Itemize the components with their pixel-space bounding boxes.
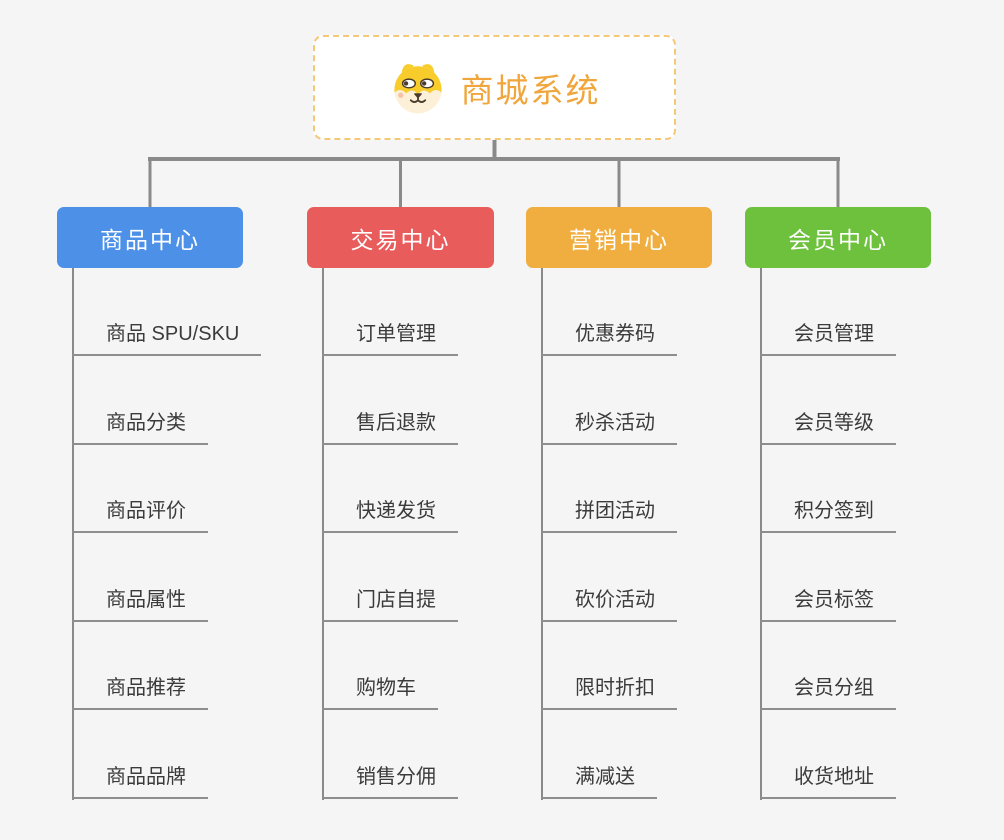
branch-item[interactable]: 购物车	[322, 662, 438, 711]
branch-header-label: 商品中心	[100, 226, 200, 253]
branch-item-label: 快递发货	[356, 500, 436, 523]
branch-item-label: 收货地址	[794, 766, 874, 788]
branch-item[interactable]: 售后退款	[322, 397, 458, 445]
branch-item[interactable]: 优惠券码	[541, 308, 677, 356]
branch-item[interactable]: 门店自提	[322, 574, 458, 622]
branch-item-label: 商品品牌	[106, 766, 186, 788]
branch-header-3[interactable]: 营销中心	[526, 207, 712, 268]
branch-item-label: 购物车	[356, 677, 416, 700]
branch-item[interactable]: 限时折扣	[541, 662, 677, 711]
branch-item[interactable]: 砍价活动	[541, 574, 677, 622]
branch-header-label: 交易中心	[350, 226, 451, 253]
branch-item-label: 秒杀活动	[575, 411, 655, 434]
branch-item-label: 积分签到	[794, 500, 874, 523]
branch-item-label: 商品推荐	[106, 677, 186, 700]
branch-header-label: 营销中心	[569, 226, 669, 253]
branch-item-label: 优惠券码	[575, 323, 655, 345]
branch-item-label: 会员等级	[794, 411, 874, 434]
branch-item-label: 商品评价	[106, 500, 186, 523]
branch-item-label: 商品 SPU/SKU	[106, 323, 240, 345]
shiba-dog-face-icon	[389, 59, 447, 117]
branch-item-label: 会员标签	[794, 588, 874, 611]
branch-item-label: 砍价活动	[575, 588, 655, 611]
branch-item-label: 商品分类	[106, 411, 186, 434]
branch-item-label: 会员分组	[794, 677, 874, 700]
branch-header-2[interactable]: 交易中心	[307, 207, 494, 268]
branch-item-label: 销售分佣	[356, 766, 436, 788]
branch-item-label: 限时折扣	[575, 677, 655, 700]
branch-item[interactable]: 快递发货	[322, 485, 458, 534]
branch-item[interactable]: 秒杀活动	[541, 397, 677, 445]
branch-item-label: 商品属性	[106, 588, 186, 611]
branch-item[interactable]: 收货地址	[760, 751, 896, 799]
branch-item[interactable]: 商品 SPU/SKU	[72, 308, 262, 356]
branch-item-label: 满减送	[575, 766, 635, 788]
branch-header-label: 会员中心	[788, 226, 888, 253]
branch-item[interactable]: 拼团活动	[541, 485, 677, 534]
branch-item[interactable]: 商品评价	[72, 485, 208, 534]
branch-item[interactable]: 商品属性	[72, 574, 208, 622]
branch-item[interactable]: 会员等级	[760, 397, 896, 445]
branch-item-label: 订单管理	[356, 323, 436, 345]
branch-item[interactable]: 会员分组	[760, 662, 896, 711]
branch-item[interactable]: 销售分佣	[322, 751, 458, 799]
branch-item[interactable]: 会员标签	[760, 574, 896, 622]
branch-item[interactable]: 商品分类	[72, 397, 208, 445]
branch-header-4[interactable]: 会员中心	[745, 207, 931, 268]
branch-item[interactable]: 积分签到	[760, 485, 896, 534]
branch-item[interactable]: 订单管理	[322, 308, 458, 356]
branch-item[interactable]: 会员管理	[760, 308, 896, 356]
root-topic-label: 商城系统	[460, 71, 601, 109]
branch-item[interactable]: 满减送	[541, 751, 657, 799]
branch-item[interactable]: 商品推荐	[72, 662, 208, 711]
branch-header-1[interactable]: 商品中心	[57, 207, 243, 268]
branch-item-label: 门店自提	[356, 588, 436, 611]
branch-item[interactable]: 商品品牌	[72, 751, 208, 799]
branch-item-label: 会员管理	[794, 323, 874, 345]
branch-item-label: 售后退款	[356, 411, 436, 434]
branch-item-label: 拼团活动	[575, 500, 655, 523]
root-topic[interactable]: 商城系统	[313, 35, 676, 140]
